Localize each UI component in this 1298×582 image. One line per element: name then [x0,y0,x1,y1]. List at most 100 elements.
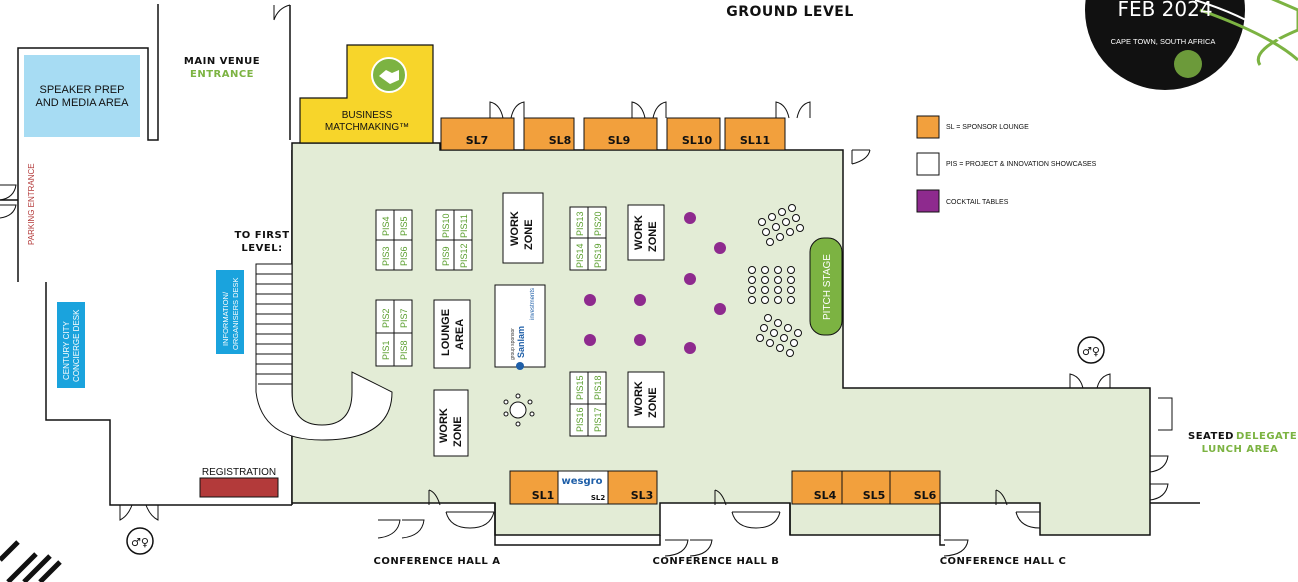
sponsor-lounge-sl2[interactable] [557,470,609,505]
legend: SL = SPONSOR LOUNGE PIS = PROJECT & INNO… [916,115,1097,213]
sponsor-lounge-sl6[interactable] [889,470,941,505]
legend-label-cocktail: COCKTAIL TABLES [946,199,1009,206]
pis6-label[interactable]: PIS6 [399,246,409,266]
cocktail-table [684,342,696,354]
seated-line1b: DELEGATE [1236,431,1297,442]
pis3-label[interactable]: PIS3 [381,246,391,266]
pis17-label[interactable]: PIS17 [593,407,603,432]
concierge-line1: CENTURY CITY [62,321,71,380]
restroom-icon-right: ♂♀ [1077,336,1105,364]
work-zone-1[interactable]: WORK ZONE [502,192,544,264]
cocktail-table [634,294,646,306]
pis9-label[interactable]: PIS9 [441,246,451,266]
pis8-label[interactable]: PIS8 [399,340,409,360]
cocktail-table [714,242,726,254]
sl2-label: SL2 [591,494,606,502]
entrance-line1: MAIN VENUE [184,56,260,67]
sponsor-lounge-sl5[interactable] [841,470,891,505]
pis4-label[interactable]: PIS4 [381,216,391,236]
pis11-label[interactable]: PIS11 [459,214,469,238]
sponsor-lounge-sl1[interactable] [509,470,559,505]
sponsor-lounge-sl11[interactable] [724,117,786,151]
sponsor-lounge-sl7[interactable] [440,117,515,151]
pitch-stage[interactable]: PITCH STAGE [809,237,843,336]
seated-line1: SEATED [1188,431,1234,442]
sl11-label: SL11 [740,134,770,147]
wesgro-logo: wesgro [562,476,603,487]
sponsor-lounges-top: SL7 SL8 SL9 SL10 SL11 [440,117,786,151]
event-badge: FEB 2024 CAPE TOWN, SOUTH AFRICA [1085,0,1298,90]
cocktail-table [584,294,596,306]
lounge-area[interactable]: LOUNGE AREA [433,299,471,369]
cocktail-table [684,212,696,224]
pis2-label[interactable]: PIS2 [381,308,391,328]
audience-seating [748,204,804,357]
pis19-label[interactable]: PIS19 [593,243,603,268]
cocktail-table [584,334,596,346]
legend-swatch-sponsor [916,115,940,139]
pis12-label[interactable]: PIS12 [459,243,469,268]
staircase [255,263,393,441]
svg-text:group sponsor: group sponsor [510,328,516,360]
sponsor-lounge-sl9[interactable] [583,117,658,151]
cocktail-table [684,273,696,285]
sponsor-lounge-sl3[interactable] [607,470,658,505]
work-zone-2[interactable]: WORK ZONE [627,204,665,261]
pis10-label[interactable]: PIS10 [441,213,451,238]
hall-b-label: CONFERENCE HALL B [653,556,780,567]
svg-text:♂♀: ♂♀ [1082,345,1100,358]
svg-text:LOUNGE: LOUNGE [440,309,452,356]
sponsor-lounge-sl4[interactable] [791,470,843,505]
legend-swatch-pis [916,152,940,176]
pis14-label[interactable]: PIS14 [575,243,585,268]
pis20-label[interactable]: PIS20 [593,211,603,236]
info-desk-line1: INFORMATION/ [221,291,230,346]
work-zone-3[interactable]: WORK ZONE [627,371,665,428]
svg-text:ZONE: ZONE [523,219,535,250]
legend-label-pis: PIS = PROJECT & INNOVATION SHOWCASES [946,161,1097,168]
pis-cluster-e: PIS15 PIS18 PIS16 PIS17 [569,371,607,437]
event-location: CAPE TOWN, SOUTH AFRICA [1111,37,1216,46]
pis5-label[interactable]: PIS5 [399,216,409,236]
legend-label-sponsor: SL = SPONSOR LOUNGE [946,124,1029,131]
sponsor-lounge-sl10[interactable] [666,117,721,151]
sl3-label: SL3 [631,489,654,502]
doors [0,4,1173,557]
bottom-walls [494,502,1200,546]
entrance-line2: ENTRANCE [190,69,254,80]
business-line2: MATCHMAKING™ [325,122,409,133]
sl5-label: SL5 [863,489,886,502]
hall-a-label: CONFERENCE HALL A [374,556,501,567]
sl7-label: SL7 [466,134,489,147]
pis18-label[interactable]: PIS18 [593,375,603,400]
sl9-label: SL9 [608,134,631,147]
cocktail-tables [584,212,726,354]
svg-text:PITCH STAGE: PITCH STAGE [822,254,833,320]
svg-text:ZONE: ZONE [647,221,659,252]
svg-text:WORK: WORK [438,408,450,443]
parking-entrance-label: PARKING ENTRANCE [27,163,36,245]
cocktail-table [634,334,646,346]
svg-text:WORK: WORK [509,211,521,246]
pis-cluster-c: PIS2 PIS7 PIS1 PIS8 [375,299,413,367]
pis15-label[interactable]: PIS15 [575,375,585,400]
svg-text:WORK: WORK [633,215,645,250]
pis16-label[interactable]: PIS16 [575,407,585,432]
sl4-label: SL4 [814,489,837,502]
pis-cluster-d: PIS13 PIS20 PIS14 PIS19 [569,206,607,271]
pis13-label[interactable]: PIS13 [575,211,585,236]
svg-text:investments: investments [530,288,536,320]
pis7-label[interactable]: PIS7 [399,308,409,328]
work-zone-4[interactable]: WORK ZONE [433,389,469,457]
svg-text:AREA: AREA [454,319,466,350]
svg-text:ZONE: ZONE [452,416,464,447]
event-date: FEB 2024 [1117,0,1212,21]
sponsor-lounge-sl8[interactable] [523,117,575,151]
info-desk-line2: ORGANISERS DESK [231,277,240,350]
sanlam-stand[interactable]: group sponsor Sanlam investments [494,284,546,370]
pis1-label[interactable]: PIS1 [381,340,391,360]
pis-cluster-a: PIS4 PIS5 PIS3 PIS6 [375,209,413,271]
seated-line2: LUNCH AREA [1202,444,1279,455]
cocktail-table [714,303,726,315]
